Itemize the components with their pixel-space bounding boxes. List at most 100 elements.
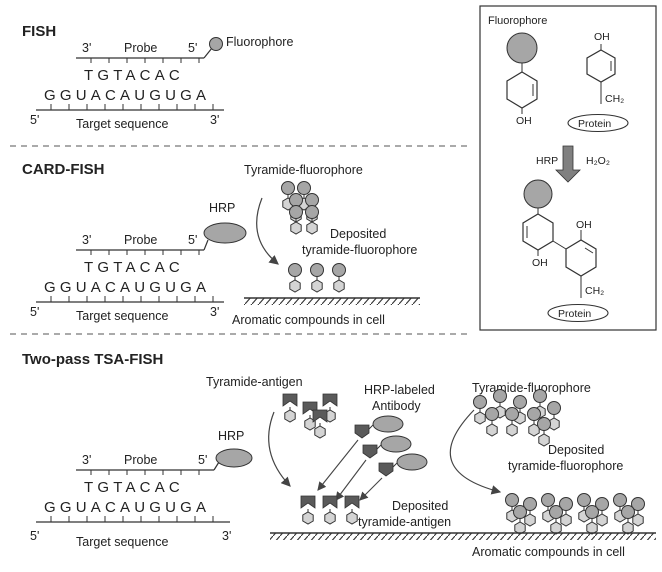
card-probe-label: Probe [124, 233, 157, 247]
fluorophore-icon [577, 493, 591, 507]
tyramide-hexagon-icon [622, 521, 634, 535]
fish-fluorophore-icon [209, 37, 223, 51]
chem-fluorophore-label: Fluorophore [488, 15, 547, 27]
tsa-aromatic-label: Aromatic compounds in cell [472, 545, 625, 559]
fluorophore-icon [473, 395, 487, 409]
tsa-antibodies [317, 415, 428, 501]
chem-hrp-label: HRP [536, 155, 558, 167]
hrp-ellipse-icon [396, 453, 428, 471]
antigen-icon [322, 495, 338, 509]
tyramide-hexagon-icon [524, 513, 536, 527]
tsa-deposited-fluor-label-2: tyramide-fluorophore [508, 459, 623, 473]
card-target-label: Target sequence [76, 309, 168, 323]
chem-protein-top-label: Protein [578, 118, 611, 130]
tyramide-hexagon-icon [514, 521, 526, 535]
fluorophore-icon [305, 205, 319, 219]
chem-protein-bottom [547, 303, 609, 323]
chem-oh-left: OH [532, 257, 548, 269]
tsa-probe-3: 3' [82, 453, 91, 467]
tsa-target-seq: GGUACAUGUGA [44, 499, 210, 516]
tsa-deposited-fluor [505, 493, 645, 535]
fish-probe-5: 5' [188, 41, 197, 55]
hrp-ellipse-icon [380, 435, 412, 453]
tyramide-hexagon-icon [284, 409, 296, 423]
bond [376, 444, 382, 450]
fluorophore-icon [297, 181, 311, 195]
card-aromatic-label: Aromatic compounds in cell [232, 313, 385, 327]
chem-product-ring-2 [565, 239, 597, 277]
fluorophore-icon [485, 407, 499, 421]
chem-protein-top [567, 113, 629, 133]
chem-reaction-arrow [555, 145, 581, 183]
fish-probe-3: 3' [82, 41, 91, 55]
fluorophore-icon [332, 263, 346, 277]
antigen-icon [322, 393, 338, 407]
tyramide-hexagon-icon [486, 423, 498, 437]
tyramide-hexagon-icon [314, 425, 326, 439]
card-target-seq: GGUACAUGUGA [44, 279, 210, 296]
chem-ch2-top: CH₂ [605, 93, 624, 105]
fish-target-5: 5' [30, 113, 39, 127]
tyramide-hexagon-icon [560, 513, 572, 527]
card-deposited-molecules [288, 263, 346, 293]
tsa-hrp-antibody-label-2: Antibody [372, 399, 421, 413]
tsa-target-label: Target sequence [76, 535, 168, 549]
fish-target-label: Target sequence [76, 117, 168, 131]
tsa-probe-5: 5' [198, 453, 207, 467]
antibody-arrow [359, 477, 383, 501]
chem-border [479, 5, 657, 331]
antibody-arrow [335, 459, 367, 501]
tsa-antigen-arrow [268, 411, 291, 487]
fluorophore-icon [289, 193, 303, 207]
fluorophore-icon [310, 263, 324, 277]
tyramide-hexagon-icon [290, 221, 302, 235]
tyramide-hexagon-icon [324, 511, 336, 525]
tsa-tyramide-fluor-label: Tyramide-fluorophore [472, 381, 591, 395]
antibody-icon [354, 424, 370, 439]
tsa-hrp-icon [215, 448, 253, 468]
fish-probe-label: Probe [124, 41, 157, 55]
fluorophore-icon [513, 395, 527, 409]
tsa-target-3: 3' [222, 529, 231, 543]
fluorophore-icon [505, 407, 519, 421]
antigen-icon [344, 495, 360, 509]
chem-oh-top-left: OH [516, 115, 532, 127]
fluorophore-icon [585, 505, 599, 519]
tyramide-hexagon-icon [538, 433, 550, 447]
tyramide-hexagon-icon [302, 511, 314, 525]
tyramide-hexagon-icon [474, 411, 486, 425]
card-fish-panel: CARD-FISH 3' Probe 5' HRP TGTACAC GGUACA… [22, 161, 420, 327]
fluorophore-icon [505, 493, 519, 507]
fluorophore-icon [493, 389, 507, 403]
tsa-deposited-antigen-label-1: Deposited [392, 499, 448, 513]
tsa-fluor-arrow [449, 409, 502, 495]
tyramide-hexagon-icon [506, 423, 518, 437]
chemistry-box: Fluorophore OH OH CH₂ Protein HRP H₂O₂ O… [479, 5, 657, 331]
chem-protein-bottom-label: Protein [558, 308, 591, 320]
fish-title: FISH [22, 23, 56, 40]
antigen-icon [300, 495, 316, 509]
fluorophore-icon [513, 505, 527, 519]
tsa-hrp-antibody-label-1: HRP-labeled [364, 383, 435, 397]
tyramide-hexagon-icon [632, 513, 644, 527]
antigen-icon [312, 409, 328, 423]
antigen-icon [282, 393, 298, 407]
card-arrow [256, 197, 279, 265]
tsa-deposited-fluor-label-1: Deposited [548, 443, 604, 457]
fluorophore-icon [281, 181, 295, 195]
card-hrp-icon [203, 222, 247, 244]
fluorophore-icon [541, 493, 555, 507]
bond [368, 424, 374, 430]
chem-h2o2-label: H₂O₂ [586, 155, 610, 167]
card-fish-title: CARD-FISH [22, 161, 105, 178]
chem-biaryl-bond [552, 240, 567, 250]
fish-target-seq: GGUACAUGUGA [44, 87, 210, 104]
fluorophore-icon [613, 493, 627, 507]
card-tyramide-cluster [281, 181, 319, 235]
card-probe-5: 5' [188, 233, 197, 247]
fluorophore-icon [549, 505, 563, 519]
fluorophore-icon [527, 407, 541, 421]
card-target-3: 3' [210, 305, 219, 319]
chem-oh-right: OH [576, 219, 592, 231]
fluorophore-icon [621, 505, 635, 519]
